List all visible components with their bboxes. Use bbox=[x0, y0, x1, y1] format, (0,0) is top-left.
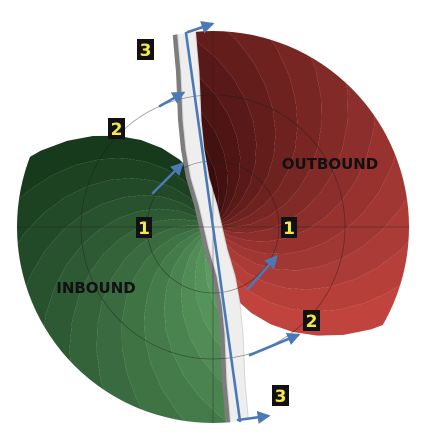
color-band bbox=[213, 36, 377, 242]
color-band bbox=[17, 135, 213, 236]
outbound-label: OUTBOUND bbox=[282, 155, 379, 173]
color-band bbox=[213, 68, 406, 255]
marker-in-3: 3 bbox=[272, 385, 289, 407]
arm-line-lower bbox=[211, 225, 242, 423]
arm-line-upper bbox=[184, 31, 215, 229]
inbound-label: INBOUND bbox=[56, 279, 136, 297]
color-band bbox=[213, 153, 409, 290]
arrow-in-3 bbox=[236, 410, 271, 424]
color-band bbox=[96, 224, 213, 423]
marker-out-2: 2 bbox=[108, 118, 125, 140]
color-band bbox=[144, 227, 231, 423]
color-band bbox=[213, 31, 322, 228]
color-band bbox=[41, 208, 214, 409]
outbound-region bbox=[195, 31, 409, 336]
color-band bbox=[121, 227, 222, 423]
marker-in-1: 1 bbox=[281, 217, 297, 239]
marker-out-1-label: 1 bbox=[138, 219, 150, 239]
marker-in-2: 2 bbox=[303, 310, 320, 332]
color-band bbox=[213, 108, 409, 271]
marker-out-3: 3 bbox=[137, 39, 154, 61]
color-band bbox=[17, 178, 213, 333]
color-band bbox=[17, 195, 213, 375]
marker-out-3-label: 3 bbox=[140, 41, 152, 61]
arrow-in-2 bbox=[248, 333, 301, 357]
grid-ring-middle bbox=[80, 94, 346, 360]
color-band bbox=[164, 227, 231, 423]
arrow-out-1 bbox=[151, 162, 184, 195]
marker-in-3-label: 3 bbox=[275, 387, 287, 407]
color-band bbox=[212, 227, 409, 336]
arrow-out-2 bbox=[158, 91, 186, 108]
color-band bbox=[195, 31, 276, 227]
arrow-in-1 bbox=[246, 255, 278, 291]
marker-in-1-label: 1 bbox=[283, 219, 295, 239]
arrow-out-3 bbox=[186, 21, 215, 34]
color-band bbox=[195, 31, 298, 227]
color-band bbox=[195, 31, 257, 227]
color-band bbox=[213, 203, 409, 312]
marker-out-1: 1 bbox=[136, 217, 152, 239]
marker-in-2-label: 2 bbox=[306, 312, 318, 332]
color-band bbox=[213, 31, 348, 233]
direction-arrows bbox=[151, 21, 301, 424]
marker-out-2-label: 2 bbox=[111, 120, 123, 140]
spiral-gap-shadow bbox=[172, 31, 231, 423]
color-band bbox=[17, 158, 213, 286]
color-band bbox=[69, 218, 213, 423]
